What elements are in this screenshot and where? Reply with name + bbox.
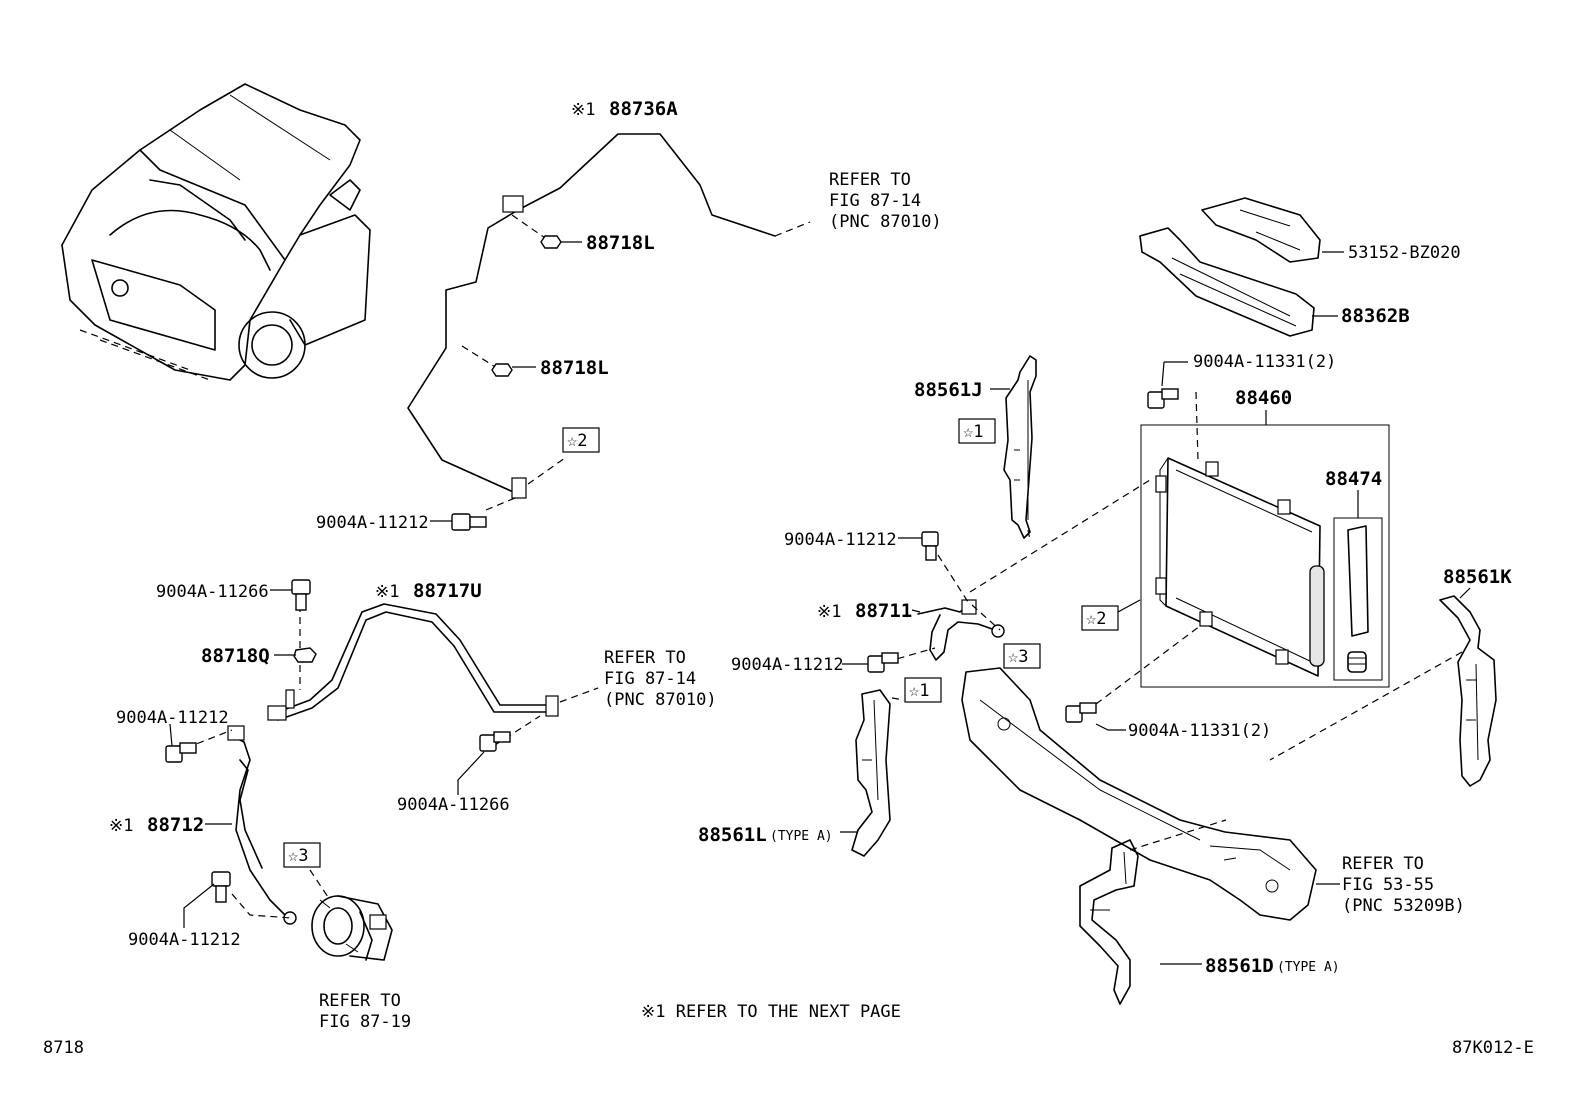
label-bolt-11266-upper: 9004A-11266 bbox=[156, 582, 269, 602]
label-88718L-lower: 88718L bbox=[540, 357, 609, 379]
dryer-element-88474 bbox=[1333, 490, 1383, 681]
star-2-top: ☆2 bbox=[567, 431, 587, 451]
label-bolt-11212-left: 9004A-11212 bbox=[116, 708, 229, 728]
callout-88712-number: 88712 bbox=[147, 814, 204, 836]
bolt-9004A-11212-bottom bbox=[183, 871, 231, 928]
condenser-core bbox=[1155, 457, 1325, 677]
radiator-support-brace bbox=[961, 667, 1340, 921]
bracket-53152-BZ020 bbox=[1201, 197, 1344, 263]
callout-88736A-mark: ※1 bbox=[571, 100, 595, 120]
star-2-condenser: ☆2 bbox=[1086, 609, 1106, 629]
ref-2-line-1: REFER TO bbox=[604, 648, 686, 668]
label-88561J: 88561J bbox=[914, 379, 983, 401]
ref-4-line-2: FIG 87-19 bbox=[319, 1012, 411, 1032]
bolt-9004A-11266-lower bbox=[457, 731, 511, 795]
seal-88561K bbox=[1269, 587, 1497, 787]
star-box-1-88561L bbox=[904, 677, 942, 703]
ref-4-line-1: REFER TO bbox=[319, 991, 401, 1011]
star-1-88561J: ☆1 bbox=[963, 422, 983, 442]
star-3-compressor: ☆3 bbox=[288, 846, 308, 866]
label-bolt-11266-lower: 9004A-11266 bbox=[397, 795, 510, 815]
star-3-88711: ☆3 bbox=[1008, 647, 1028, 667]
seal-88561J bbox=[990, 355, 1037, 541]
seal-88561L bbox=[851, 689, 905, 857]
star-1-88561L: ☆1 bbox=[909, 681, 929, 701]
bracket-88362B bbox=[1139, 227, 1338, 337]
condenser-assembly-frame bbox=[1140, 424, 1390, 688]
star-box-3-88711 bbox=[1003, 643, 1041, 669]
ac-compressor bbox=[311, 895, 393, 961]
label-bolt-11331-upper: 9004A-11331(2) bbox=[1193, 352, 1336, 372]
label-bolt-11212-top: 9004A-11212 bbox=[316, 513, 429, 533]
star-box-1-88561J bbox=[958, 418, 996, 444]
label-88718Q: 88718Q bbox=[201, 645, 270, 667]
bolt-9004A-11212-top bbox=[430, 513, 487, 531]
pipe-88717U bbox=[267, 603, 599, 746]
pipe-88736A bbox=[407, 133, 811, 511]
label-88561K: 88561K bbox=[1443, 566, 1512, 588]
seal-88561D bbox=[1079, 839, 1202, 1005]
label-bolt-11331-lower: 9004A-11331(2) bbox=[1128, 721, 1271, 741]
ref-1-line-1: REFER TO bbox=[829, 170, 911, 190]
star-box-2-condenser bbox=[1081, 605, 1119, 631]
clamp-88718Q bbox=[274, 647, 317, 663]
callout-88712-mark: ※1 bbox=[109, 816, 133, 836]
label-88561D-note: (TYPE A) bbox=[1277, 960, 1340, 975]
clamp-88718L-lower bbox=[491, 363, 536, 377]
callout-88711-number: 88711 bbox=[855, 600, 912, 622]
label-88561D: 88561D bbox=[1205, 955, 1274, 977]
ref-2-line-2: FIG 87-14 bbox=[604, 669, 696, 689]
figure-code: 87K012-E bbox=[1452, 1038, 1534, 1058]
label-bolt-11212-right-upper: 9004A-11212 bbox=[784, 530, 897, 550]
vehicle-locator-illustration bbox=[61, 83, 371, 381]
ref-3-line-2: FIG 53-55 bbox=[1342, 875, 1434, 895]
figure-number: 8718 bbox=[43, 1038, 84, 1058]
label-bolt-11212-right-lower: 9004A-11212 bbox=[731, 655, 844, 675]
label-88474: 88474 bbox=[1325, 468, 1382, 490]
clamp-88718L-upper bbox=[540, 235, 582, 249]
bolt-9004A-11266-upper bbox=[270, 579, 311, 611]
bolt-9004A-11212-right-upper bbox=[898, 531, 939, 561]
ref-2-line-3: (PNC 87010) bbox=[604, 690, 717, 710]
callout-88717U-number: 88717U bbox=[413, 580, 482, 602]
bolt-9004A-11212-left bbox=[165, 723, 197, 763]
hose-88712 bbox=[185, 725, 331, 925]
label-88718L-upper: 88718L bbox=[586, 232, 655, 254]
bolt-9004A-11331-lower bbox=[1065, 625, 1201, 731]
label-88561L-note: (TYPE A) bbox=[770, 829, 833, 844]
bolt-9004A-11212-right-lower bbox=[842, 652, 899, 673]
footnote: ※1 REFER TO THE NEXT PAGE bbox=[641, 1002, 901, 1022]
bolt-9004A-11331-upper bbox=[1147, 361, 1199, 461]
pipe-88711 bbox=[885, 479, 1151, 663]
label-88561L: 88561L bbox=[698, 824, 767, 846]
callout-88717U-mark: ※1 bbox=[375, 582, 399, 602]
label-88362B: 88362B bbox=[1341, 305, 1410, 327]
star-box-2-top bbox=[562, 427, 600, 453]
ref-3-line-1: REFER TO bbox=[1342, 854, 1424, 874]
callout-88711-mark: ※1 bbox=[817, 602, 841, 622]
label-53152-BZ020: 53152-BZ020 bbox=[1348, 243, 1461, 263]
ref-1-line-3: (PNC 87010) bbox=[829, 212, 942, 232]
star-box-3-compressor bbox=[283, 842, 321, 868]
ref-1-line-2: FIG 87-14 bbox=[829, 191, 921, 211]
callout-88736A-number: 88736A bbox=[609, 98, 678, 120]
label-bolt-11212-bottom: 9004A-11212 bbox=[128, 930, 241, 950]
ref-3-line-3: (PNC 53209B) bbox=[1342, 896, 1465, 916]
label-88460: 88460 bbox=[1235, 387, 1292, 409]
